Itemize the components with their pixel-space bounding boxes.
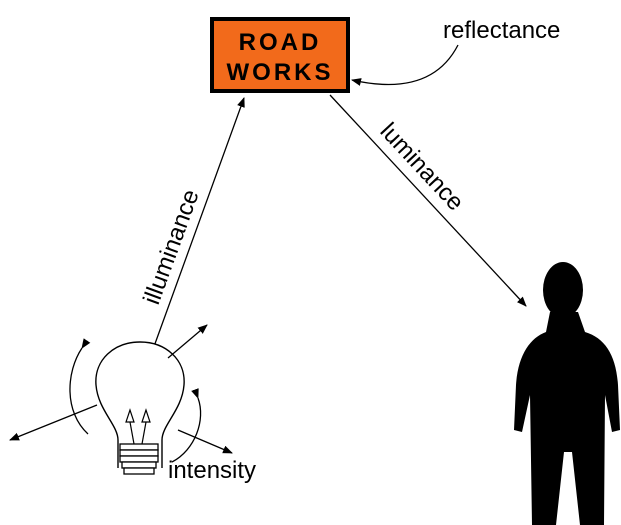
illuminance-arrow [151,97,245,353]
intensity-label: intensity [168,457,256,484]
bulb-glass [95,341,185,468]
reflectance-arrow [351,44,459,86]
luminance-arrow [329,94,527,307]
intensity-rays [9,324,233,463]
sign-panel [214,21,346,89]
bulb-base [119,443,159,475]
person-silhouette-icon [514,262,620,525]
reflectance-label: reflectance [443,17,560,44]
sign-line-2: WORKS [227,59,334,86]
road-works-sign: ROAD WORKS [210,17,350,93]
light-bulb-icon [95,341,185,475]
illuminance-label: illuminance [138,186,204,308]
luminance-label: luminance [375,118,469,216]
sign-line-1: ROAD [239,29,322,56]
